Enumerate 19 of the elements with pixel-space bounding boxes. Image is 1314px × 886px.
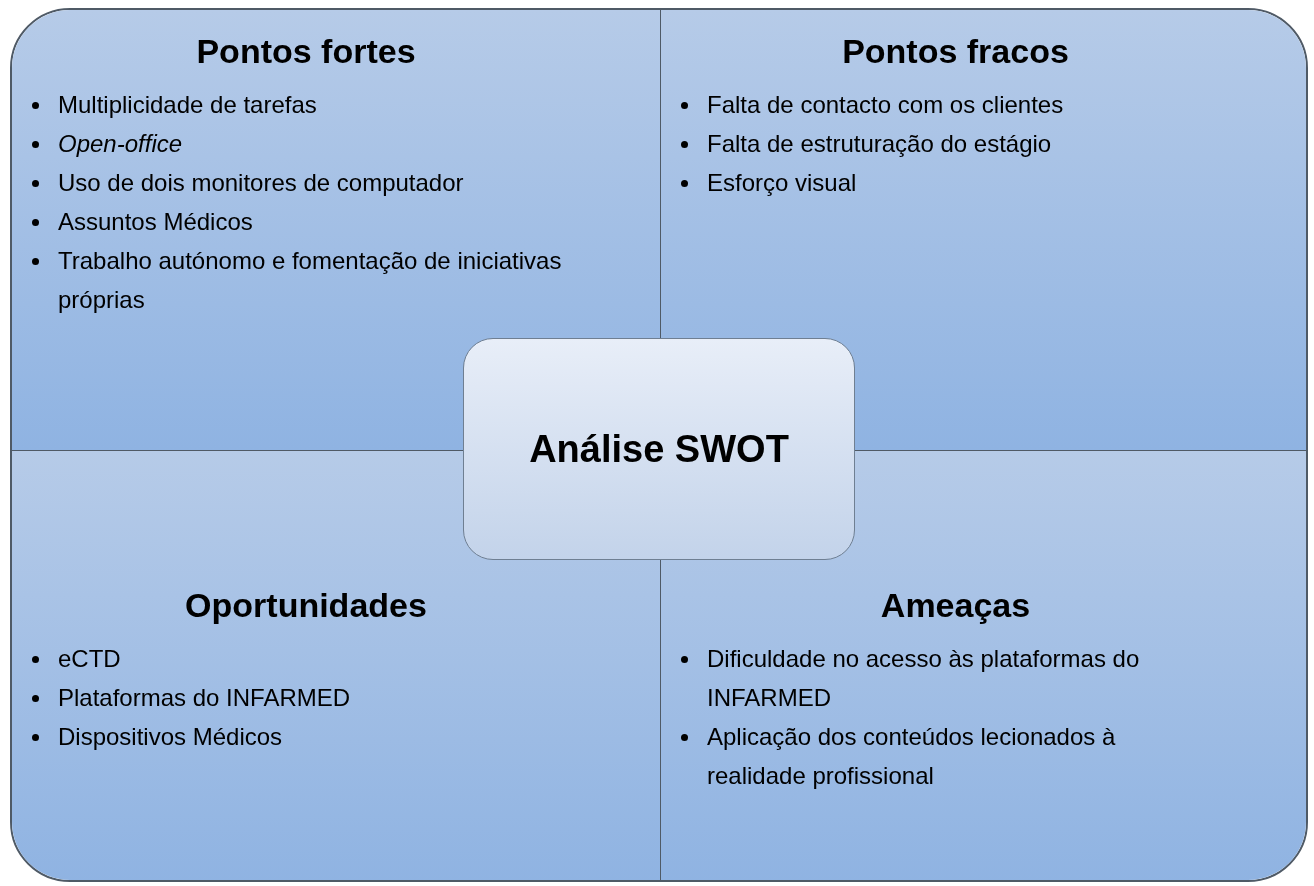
bullet-item: Esforço visual	[707, 163, 1220, 202]
bullet-item: Falta de contacto com os clientes	[707, 85, 1220, 124]
quadrant-heading: Pontos fortes	[195, 32, 417, 71]
bullet-item: Plataformas do INFARMED	[58, 678, 570, 717]
bullet-item: Falta de estruturação do estágio	[707, 124, 1220, 163]
bullet-item: eCTD	[58, 639, 570, 678]
bullet-item: Multiplicidade de tarefas	[58, 85, 570, 124]
bullet-item: Assuntos Médicos	[58, 202, 570, 241]
center-box	[463, 338, 855, 560]
bullet-item: Dificuldade no acesso às plataformas do INFARMED	[707, 639, 1220, 717]
quadrant-heading: Ameaças	[879, 586, 1032, 625]
quadrant-heading: Oportunidades	[184, 586, 428, 625]
quadrant-heading: Pontos fracos	[841, 32, 1070, 71]
bullet-item: Uso de dois monitores de computador	[58, 163, 570, 202]
bullet-item: Dispositivos Médicos	[58, 717, 570, 756]
bullet-item: Trabalho autónomo e fomentação de iniciativas próprias	[58, 241, 570, 319]
bullet-item: Aplicação dos conteúdos lecionados à realidade profissional	[707, 717, 1220, 795]
center-title: Análise SWOT	[529, 427, 789, 471]
bullet-item: Open-office	[58, 124, 570, 163]
